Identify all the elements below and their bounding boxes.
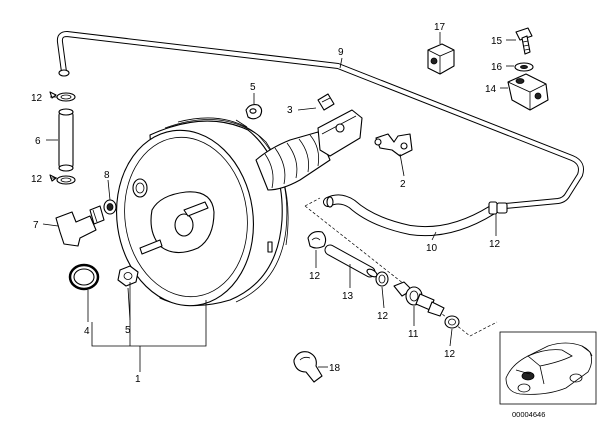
callout-7[interactable]: 7 [33, 220, 39, 231]
callout-14[interactable]: 14 [485, 84, 497, 95]
car-icon [505, 342, 593, 395]
washer-part-16[interactable] [514, 62, 534, 72]
callout-labels: 1 2 3 4 5 5 6 7 8 9 10 11 12 12 12 12 12… [31, 22, 503, 385]
callout-12-kit-right[interactable]: 12 [444, 349, 456, 360]
screw-part-15[interactable] [515, 27, 533, 55]
callout-12-hose-end[interactable]: 12 [489, 239, 501, 250]
diagram-code: 00004646 [512, 410, 545, 419]
callout-12-upper-left[interactable]: 12 [31, 93, 43, 104]
callout-4[interactable]: 4 [84, 326, 90, 337]
grommet-part-8[interactable] [103, 199, 117, 215]
check-valve-part-11[interactable] [393, 281, 445, 317]
hose-part-13[interactable] [324, 244, 378, 278]
nut-part-5-lower[interactable] [117, 265, 139, 287]
clip-part-18[interactable] [293, 351, 323, 383]
block-part-17[interactable] [427, 43, 455, 75]
callout-5-top[interactable]: 5 [250, 82, 256, 93]
nut-part-5-top[interactable] [245, 104, 263, 120]
callout-2[interactable]: 2 [400, 179, 406, 190]
vacuum-hose-part-10[interactable] [323, 194, 497, 237]
hose-clamp-part-12-right[interactable] [488, 201, 508, 215]
clamp-part-12-kit-middle[interactable] [375, 271, 389, 287]
callout-12-kit-left[interactable]: 12 [309, 271, 321, 282]
leader-lines [42, 32, 516, 372]
clamp-part-12-kit-right[interactable] [444, 315, 460, 329]
callout-8[interactable]: 8 [104, 170, 110, 181]
callout-17[interactable]: 17 [434, 22, 446, 33]
hose-part-6[interactable] [58, 108, 74, 172]
vacuum-line-part-9[interactable] [56, 31, 584, 209]
callout-12-kit-middle[interactable]: 12 [377, 311, 389, 322]
callout-10[interactable]: 10 [426, 243, 438, 254]
o-ring-part-4[interactable] [68, 263, 100, 291]
callout-13[interactable]: 13 [342, 291, 354, 302]
clevis-part-3[interactable] [317, 93, 363, 157]
elbow-fitting-part-7[interactable] [55, 205, 105, 247]
callout-15[interactable]: 15 [491, 36, 503, 47]
pin-part-2[interactable] [374, 133, 413, 157]
repair-kit-frame [304, 197, 498, 337]
brake-booster-part-1[interactable] [105, 117, 289, 315]
callout-11[interactable]: 11 [408, 329, 419, 340]
callout-6[interactable]: 6 [35, 136, 41, 147]
callout-12-lower-left[interactable]: 12 [31, 174, 43, 185]
booster-boot[interactable] [255, 131, 331, 191]
callout-9[interactable]: 9 [338, 47, 344, 58]
callout-1[interactable]: 1 [135, 374, 141, 385]
clamp-part-12-kit-left[interactable] [307, 231, 327, 249]
bracket-part-14[interactable] [507, 73, 549, 111]
hose-clamp-part-12-lower-left[interactable] [49, 174, 76, 185]
callout-5-lower[interactable]: 5 [125, 325, 131, 336]
callout-16[interactable]: 16 [491, 62, 503, 73]
callout-18[interactable]: 18 [329, 363, 341, 374]
vehicle-location-thumbnail [499, 331, 597, 405]
callout-3[interactable]: 3 [287, 105, 293, 116]
hose-clamp-part-12-upper-left[interactable] [49, 91, 76, 102]
